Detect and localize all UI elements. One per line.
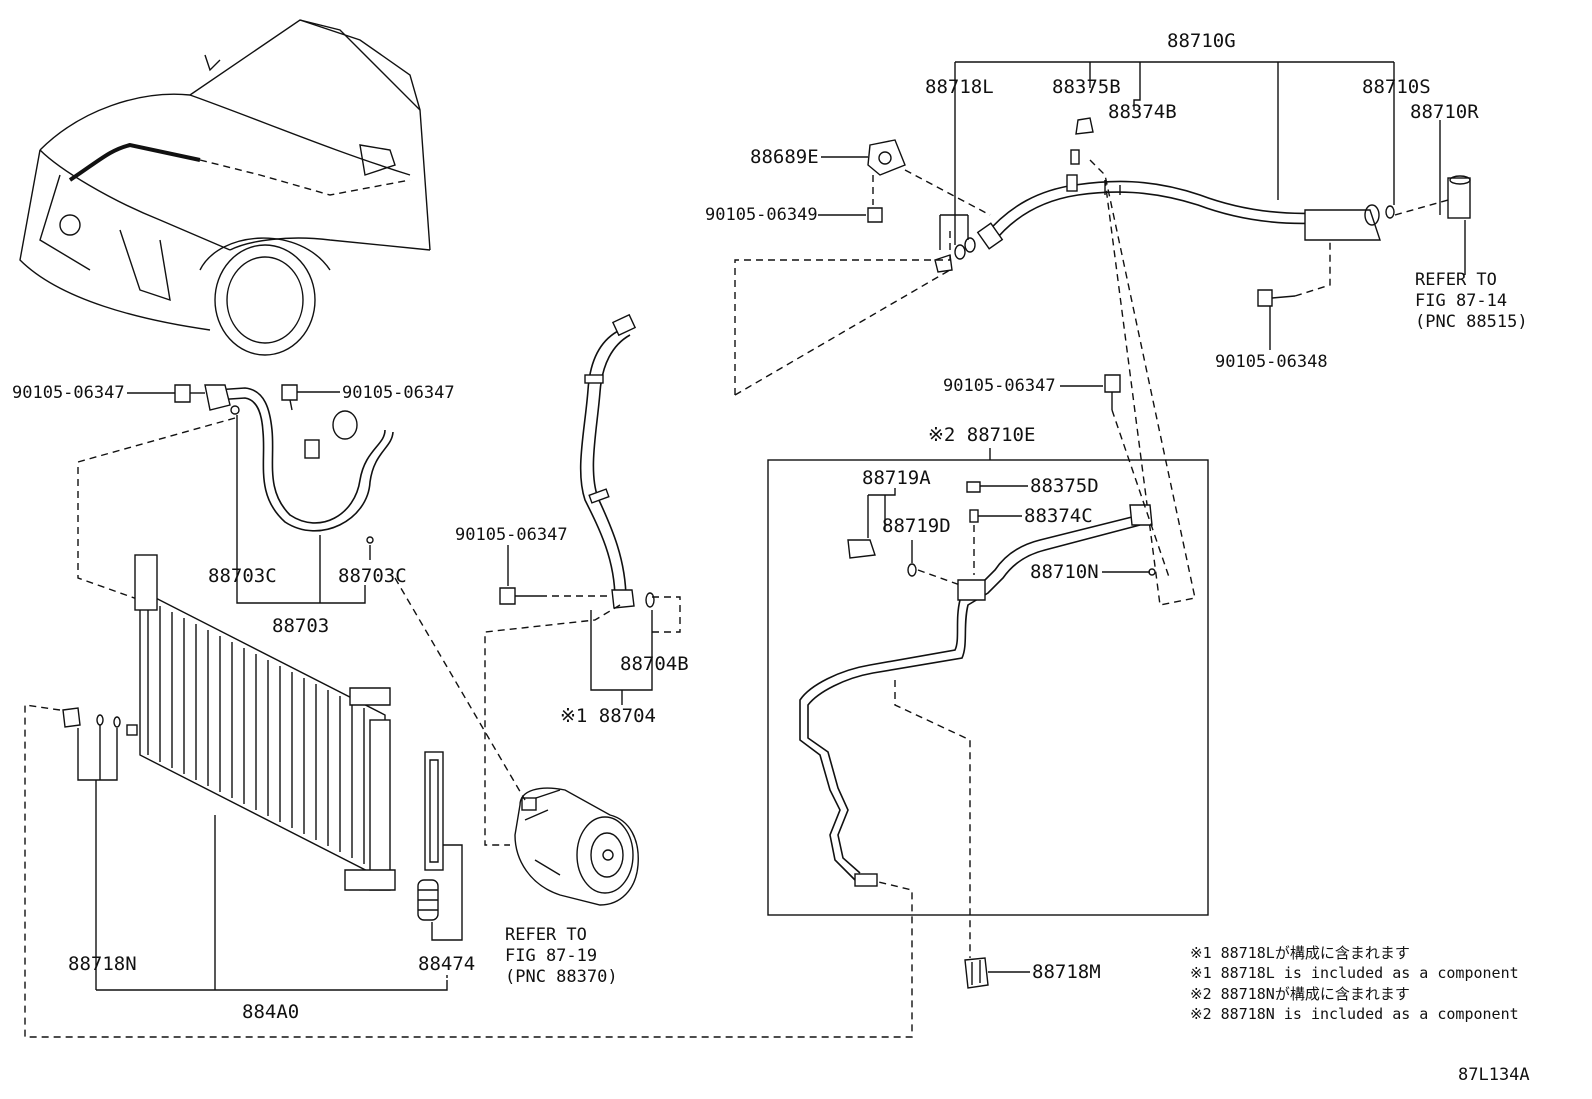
label-88703C-b: 88703C <box>338 565 407 587</box>
label-90105-06347-c: 90105-06347 <box>455 525 568 545</box>
label-88703: 88703 <box>272 615 329 637</box>
label-pnc-88370: (PNC 88370) <box>505 967 618 987</box>
label-90105-06349: 90105-06349 <box>705 205 818 225</box>
label-88374B: 88374B <box>1108 101 1177 123</box>
vehicle-illustration <box>19 19 431 356</box>
assembly-88703: 88703C 88703C 88703 90105-06347 90105-06… <box>12 383 455 637</box>
label-90105-06348: 90105-06348 <box>1215 352 1328 372</box>
label-88375D: 88375D <box>1030 475 1099 497</box>
label-90105-06347-a: 90105-06347 <box>12 383 125 403</box>
label-88710E: ※2 88710E <box>928 424 1035 446</box>
label-88374C: 88374C <box>1024 505 1093 527</box>
condenser-884A0: 88474 88718N 884A0 <box>24 554 913 1038</box>
label-refer-fig-87-19: REFER TO <box>505 925 587 945</box>
figure-id: 87L134A <box>1458 1065 1530 1085</box>
label-88718L: 88718L <box>925 76 994 98</box>
label-88704: ※1 88704 <box>560 705 656 727</box>
label-88710N: 88710N <box>1030 561 1099 583</box>
label-88718N: 88718N <box>68 953 137 975</box>
component-notes: ※1 88718Lが構成に含まれます ※1 88718L is included… <box>1190 944 1519 1023</box>
compressor: REFER TO FIG 87-19 (PNC 88370) <box>394 577 639 987</box>
note-line-4: ※2 88718N is included as a component <box>1190 1005 1519 1023</box>
label-88710G: 88710G <box>1167 30 1236 52</box>
label-fig-87-14: FIG 87-14 <box>1415 291 1507 311</box>
assembly-88710E: ※2 88710E 88719A 88719D 88375D 88374C 88… <box>767 374 1209 989</box>
label-refer-fig-87-14: REFER TO <box>1415 270 1497 290</box>
label-pnc-88515: (PNC 88515) <box>1415 312 1528 332</box>
label-88710S: 88710S <box>1362 76 1431 98</box>
assembly-88710G: 88710G 88718L 88375B 88374B 88710S 88710… <box>705 30 1528 606</box>
label-884A0: 884A0 <box>242 1001 299 1023</box>
label-88710R: 88710R <box>1410 101 1479 123</box>
label-fig-87-19: FIG 87-19 <box>505 946 597 966</box>
label-88474: 88474 <box>418 953 475 975</box>
assembly-88704: 88704B ※1 88704 90105-06347 <box>455 313 689 846</box>
note-line-1: ※1 88718Lが構成に含まれます <box>1190 944 1410 962</box>
label-88689E: 88689E <box>750 146 819 168</box>
label-88703C-a: 88703C <box>208 565 277 587</box>
note-line-3: ※2 88718Nが構成に含まれます <box>1190 985 1410 1003</box>
note-line-2: ※1 88718L is included as a component <box>1190 964 1519 982</box>
label-88375B: 88375B <box>1052 76 1121 98</box>
label-88719D: 88719D <box>882 515 951 537</box>
label-88718M: 88718M <box>1032 961 1101 983</box>
label-88704B: 88704B <box>620 653 689 675</box>
label-90105-06347-d: 90105-06347 <box>943 376 1056 396</box>
label-90105-06347-b: 90105-06347 <box>342 383 455 403</box>
label-88719A: 88719A <box>862 467 931 489</box>
